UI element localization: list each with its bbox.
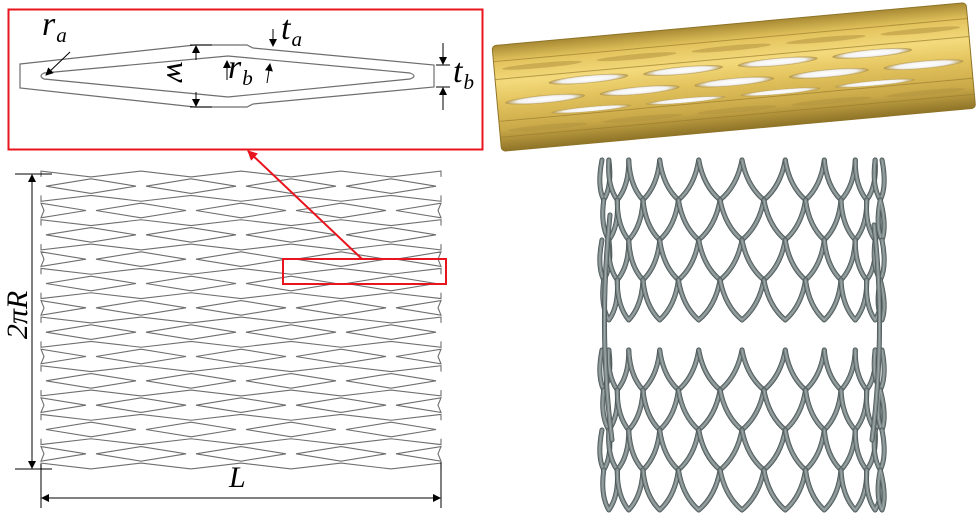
rb-arrow-right [264,63,273,84]
leader-arrow [247,150,363,260]
label-circumference: 2πR [1,290,35,340]
label-ta: ta [281,10,302,51]
unit-strut [19,44,435,108]
highlight-box [282,258,447,285]
label-w: w [160,61,197,83]
length-dimension [40,462,442,508]
flat-stent-pattern [40,170,442,470]
inset-frame [7,8,484,151]
label-rb: rb [228,49,253,90]
ra-pointer [45,51,71,76]
label-tb: tb [453,53,474,94]
expanded-stent-3d [597,157,887,513]
crimped-stent-3d [491,2,976,152]
label-length: L [229,461,246,494]
circumference-dimension [15,173,52,470]
label-ra: ra [42,6,67,47]
w-dimension [190,44,212,108]
tb-dimension [436,43,450,110]
